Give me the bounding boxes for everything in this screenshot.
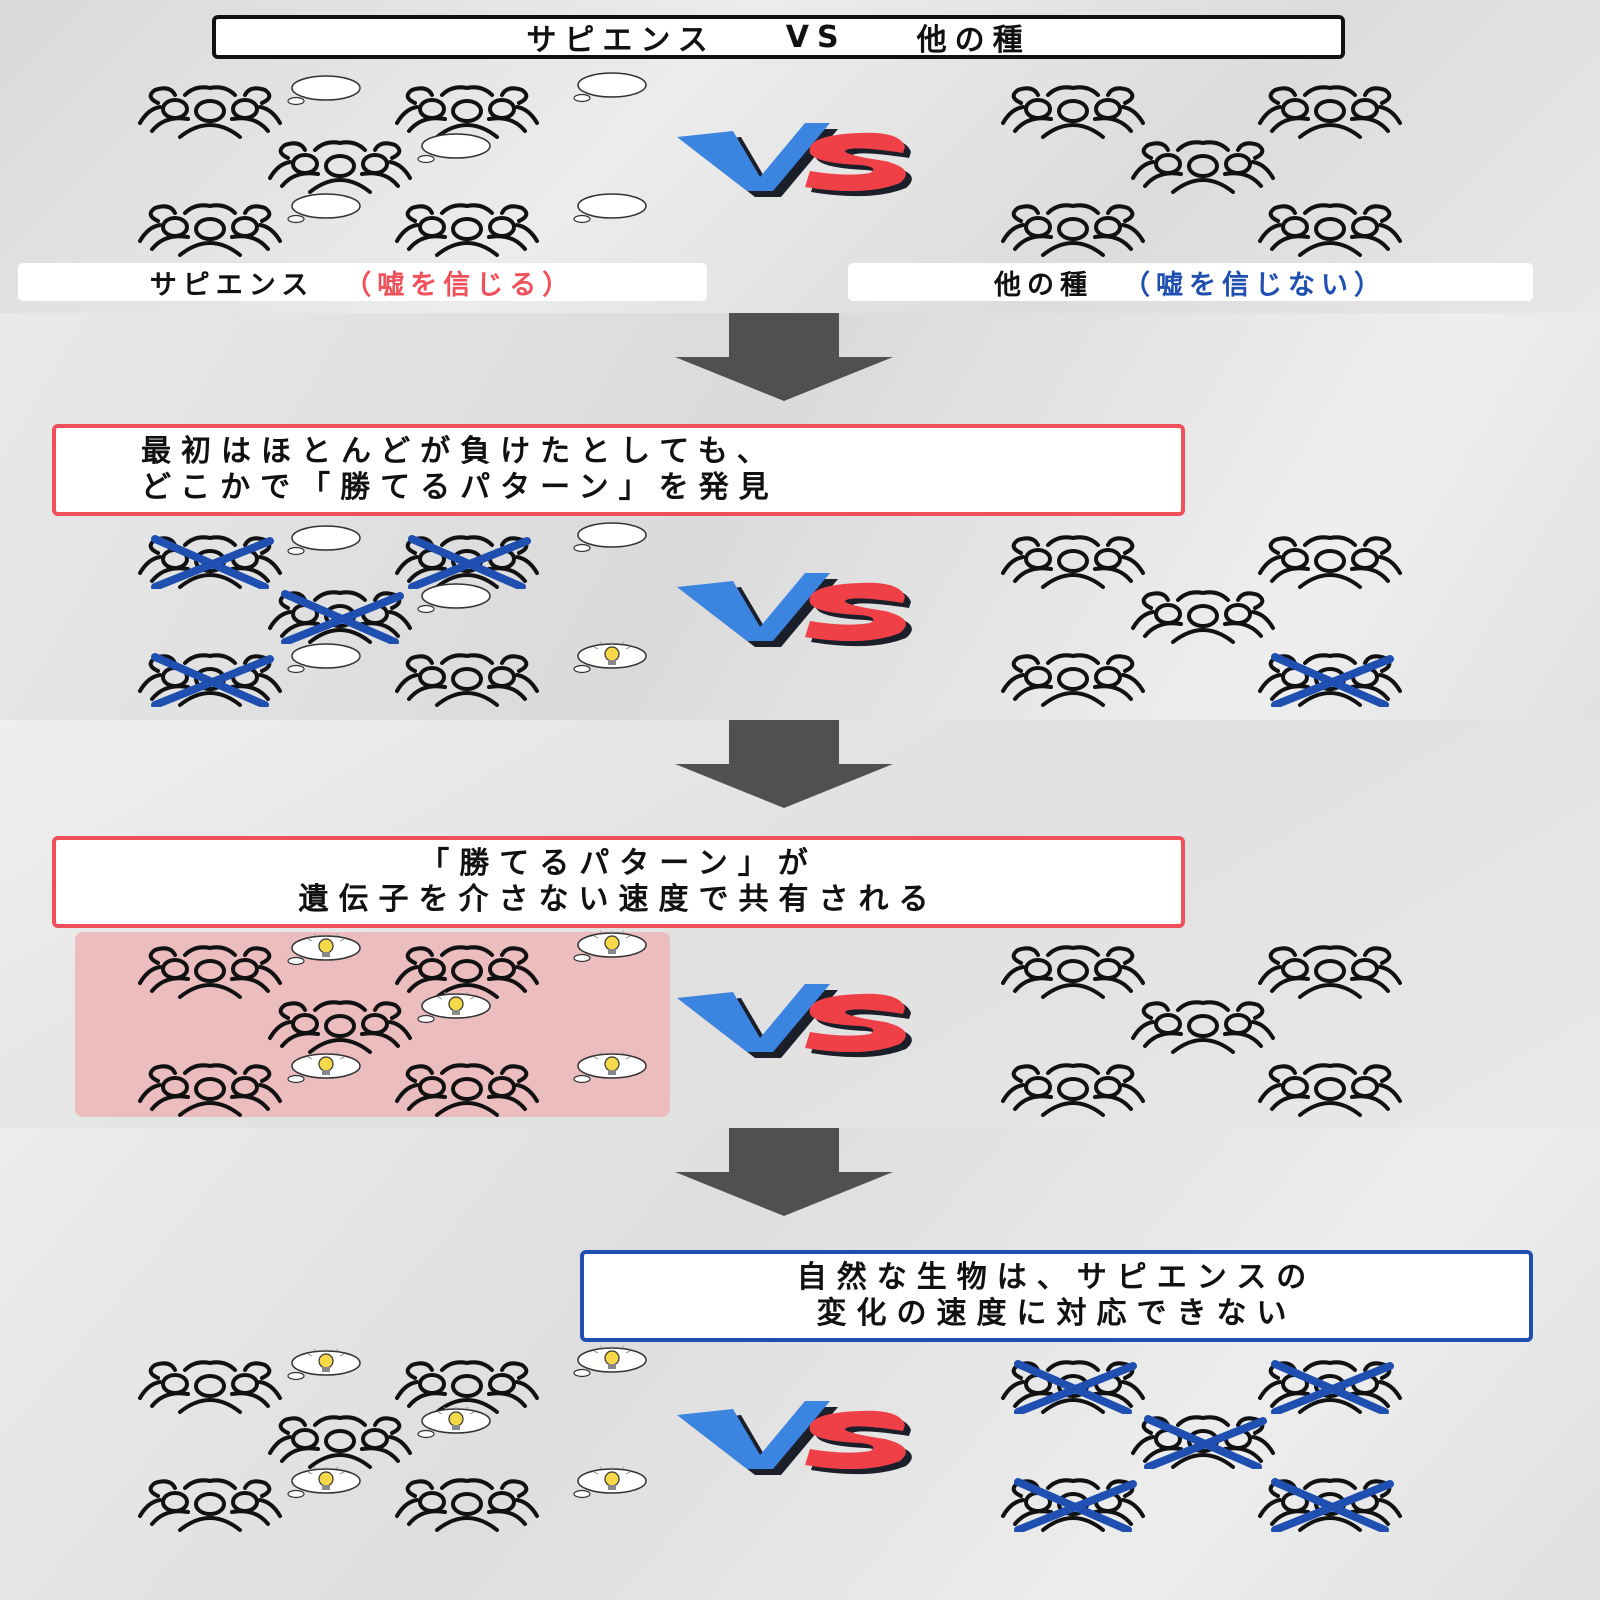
cross-icon: [1123, 1415, 1283, 1469]
speech-bubble-icon: [282, 73, 362, 107]
other-species-group-icon: [1123, 1000, 1283, 1054]
sharing-caption: 「勝てるパターン」が 遺伝子を介さない速度で共有される: [52, 836, 1185, 928]
sapiens-label-note: （嘘を信じる）: [344, 269, 576, 301]
lightbulb-icon: [282, 1348, 362, 1382]
lightbulb-icon: [282, 1051, 362, 1085]
lightbulb-icon: [412, 991, 492, 1025]
sapiens-group-icon: [130, 85, 290, 139]
lightbulb-icon: [568, 930, 648, 964]
cross-icon: [130, 653, 290, 707]
speech-bubble-icon: [568, 191, 648, 225]
lightbulb-icon: [282, 933, 362, 967]
caption-line: 最初はほとんどが負けたとしても、: [141, 434, 777, 469]
cross-icon: [260, 590, 420, 644]
other-species-group-icon: [993, 1063, 1153, 1117]
cross-icon: [1250, 1478, 1410, 1532]
sapiens-group-icon: [260, 1000, 420, 1054]
other-species-group-icon: [993, 945, 1153, 999]
vs-logo: [665, 567, 915, 647]
sapiens-label: サピエンス （嘘を信じる）: [18, 263, 707, 301]
speech-bubble-icon: [282, 191, 362, 225]
sapiens-group-icon: [130, 945, 290, 999]
outcome-caption: 自然な生物は、サピエンスの 変化の速度に対応できない: [580, 1250, 1533, 1342]
lightbulb-icon: [568, 1051, 648, 1085]
down-arrow-icon: [675, 313, 893, 401]
down-arrow-icon: [675, 1128, 893, 1216]
other-species-group-icon: [1123, 590, 1283, 644]
other-label-text: 他の種: [994, 269, 1093, 301]
sapiens-group-icon: [387, 1478, 547, 1532]
caption-line: 遺伝子を介さない速度で共有される: [298, 882, 939, 917]
sapiens-group-icon: [260, 1415, 420, 1469]
caption-line: どこかで「勝てるパターン」を発見: [141, 470, 779, 505]
other-species-group-icon: [1123, 140, 1283, 194]
speech-bubble-icon: [568, 520, 648, 554]
cross-icon: [993, 1478, 1153, 1532]
vs-logo: [665, 117, 915, 197]
title-vs: VS: [785, 19, 847, 55]
speech-bubble-icon: [412, 581, 492, 615]
speech-bubble-icon: [568, 70, 648, 104]
lightbulb-icon: [568, 1345, 648, 1379]
caption-line: 変化の速度に対応できない: [816, 1296, 1297, 1331]
other-species-group-icon: [993, 85, 1153, 139]
other-label-note: （嘘を信じない）: [1123, 269, 1387, 301]
title-other-species: 他の種: [916, 23, 1031, 58]
sapiens-group-icon: [387, 203, 547, 257]
other-species-group-icon: [1250, 1063, 1410, 1117]
speech-bubble-icon: [282, 641, 362, 675]
other-species-group-icon: [993, 203, 1153, 257]
other-species-group-icon: [1250, 203, 1410, 257]
sapiens-group-icon: [130, 1063, 290, 1117]
sapiens-group-icon: [260, 140, 420, 194]
caption-line: 「勝てるパターン」が: [419, 846, 818, 881]
lightbulb-icon: [568, 641, 648, 675]
sapiens-group-icon: [130, 1360, 290, 1414]
other-species-group-icon: [993, 653, 1153, 707]
cross-icon: [1250, 653, 1410, 707]
sapiens-group-icon: [130, 203, 290, 257]
lightbulb-icon: [412, 1406, 492, 1440]
other-species-group-icon: [1250, 535, 1410, 589]
lightbulb-icon: [282, 1466, 362, 1500]
other-species-group-icon: [1250, 945, 1410, 999]
other-species-label: 他の種 （嘘を信じない）: [848, 263, 1533, 301]
cross-icon: [993, 1360, 1153, 1414]
down-arrow-icon: [675, 720, 893, 808]
other-species-group-icon: [1250, 85, 1410, 139]
highlight-sapiens-area: [75, 932, 670, 1117]
title-sapiens: サピエンス: [526, 23, 716, 58]
speech-bubble-icon: [282, 523, 362, 557]
cross-icon: [130, 535, 290, 589]
sapiens-group-icon: [130, 1478, 290, 1532]
vs-logo: [665, 1395, 915, 1475]
lightbulb-icon: [568, 1466, 648, 1500]
sapiens-group-icon: [387, 653, 547, 707]
page-title: サピエンス VS 他の種: [212, 15, 1345, 59]
other-species-group-icon: [993, 535, 1153, 589]
cross-icon: [1250, 1360, 1410, 1414]
caption-line: 自然な生物は、サピエンスの: [796, 1260, 1317, 1295]
sapiens-label-text: サピエンス: [149, 269, 315, 301]
discovery-caption: 最初はほとんどが負けたとしても、 どこかで「勝てるパターン」を発見: [52, 424, 1185, 516]
sapiens-group-icon: [387, 1063, 547, 1117]
vs-logo: [665, 978, 915, 1058]
speech-bubble-icon: [412, 131, 492, 165]
